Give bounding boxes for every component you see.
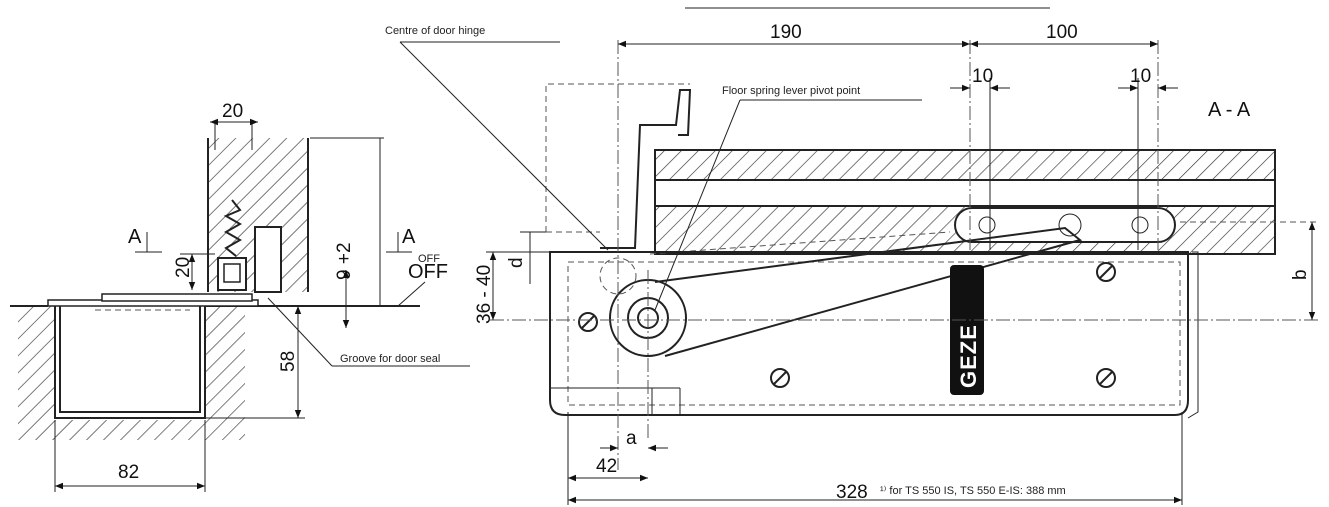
footnote: ¹⁾ for TS 550 IS, TS 550 E-IS: 388 mm: [880, 485, 1066, 497]
dim-b: b: [1290, 269, 1311, 280]
dim-d: d: [506, 257, 527, 268]
floor-hatch-left: [18, 306, 245, 440]
lever-slot: [954, 207, 1176, 243]
section-title: A - A: [1208, 99, 1251, 121]
pivot-point-label: Floor spring lever pivot point: [722, 85, 860, 97]
dim-58: 58: [278, 351, 299, 372]
dim-36-40: 36 - 40: [474, 265, 495, 324]
dim-10-left: 10: [972, 66, 993, 87]
off-small-label: OFF: [418, 253, 440, 265]
screw-head-icon: [578, 262, 1116, 388]
plan-view: GEZE 190 100 10 10 A - A d 36 - 40 b: [385, 7, 1320, 505]
dim-a: a: [626, 428, 637, 449]
off-big-label: OFF: [408, 261, 448, 283]
dim-20-side: 20: [173, 257, 194, 278]
dim-20-top: 20: [222, 101, 243, 122]
dim-10-right: 10: [1130, 66, 1151, 87]
section-mark-left: A: [128, 226, 142, 248]
groove-label: Groove for door seal: [340, 353, 440, 365]
floor-spring-housing: [549, 251, 1189, 416]
dim-42: 42: [596, 456, 617, 477]
side-section-view: 20 20 9 +2 A A OFF OFF 58 82 Groove for …: [10, 101, 470, 492]
centre-hinge-label: Centre of door hinge: [385, 25, 485, 37]
brand-plate: [950, 265, 984, 395]
floor-box-pocket: [54, 306, 206, 419]
door-profile-top: [655, 150, 1275, 180]
screw-icon: [217, 199, 247, 291]
dim-328: 328: [836, 482, 868, 503]
dim-82: 82: [118, 462, 139, 483]
section-mark-right: A: [402, 226, 416, 248]
dim-190: 190: [770, 22, 802, 43]
lever-arm: [654, 226, 1083, 357]
dim-100: 100: [1046, 22, 1078, 43]
brand-logo: GEZE: [956, 324, 981, 388]
dim-9: 9 +2: [334, 242, 355, 280]
